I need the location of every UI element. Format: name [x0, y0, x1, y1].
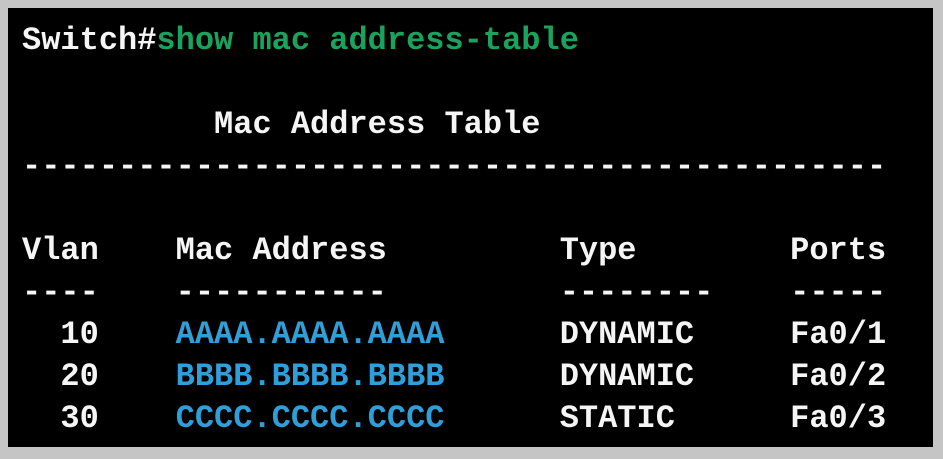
row-mac-address-value: BBBB.BBBB.BBBB: [175, 358, 445, 395]
row-type-value: DYNAMIC: [559, 358, 695, 395]
row-mac-address-value: AAAA.AAAA.AAAA: [175, 316, 445, 353]
device-prompt: Switch#: [22, 22, 157, 59]
underline-type: --------: [559, 274, 714, 311]
cli-command-text: show mac address-table: [156, 22, 579, 59]
table-header-underline-row: ----------------------------: [22, 272, 933, 314]
table-row: 30 CCCC.CCCC.CCCC STATIC Fa0/3: [22, 398, 933, 440]
header-vlan: Vlan: [22, 232, 99, 269]
row-port-value: Fa0/2: [790, 358, 887, 395]
header-ports: Ports: [790, 232, 887, 269]
title-separator-line: ----------------------------------------…: [22, 148, 887, 185]
blank-line: [22, 188, 933, 230]
table-row: 20 BBBB.BBBB.BBBB DYNAMIC Fa0/2: [22, 356, 933, 398]
row-mac-address-value: CCCC.CCCC.CCCC: [175, 400, 445, 437]
underline-mac: -----------: [175, 274, 387, 311]
header-mac-address: Mac Address: [175, 232, 387, 269]
row-vlan-value: 20: [60, 358, 99, 395]
row-vlan-value: 10: [60, 316, 99, 353]
table-header-row: Vlan Mac Address Type Ports: [22, 230, 933, 272]
cli-terminal-window[interactable]: Switch#show mac address-table Mac Addres…: [8, 8, 933, 447]
underline-vlan: ----: [22, 274, 99, 311]
prompt-line: Switch#show mac address-table: [22, 20, 933, 62]
row-port-value: Fa0/1: [790, 316, 887, 353]
underline-ports: -----: [790, 274, 887, 311]
row-type-value: STATIC: [559, 400, 675, 437]
row-type-value: DYNAMIC: [559, 316, 695, 353]
blank-line: [22, 62, 933, 104]
row-vlan-value: 30: [60, 400, 99, 437]
mac-table-title: Mac Address Table: [214, 106, 541, 143]
header-type: Type: [559, 232, 637, 269]
table-row: 10 AAAA.AAAA.AAAA DYNAMIC Fa0/1: [22, 314, 933, 356]
row-port-value: Fa0/3: [790, 400, 887, 437]
